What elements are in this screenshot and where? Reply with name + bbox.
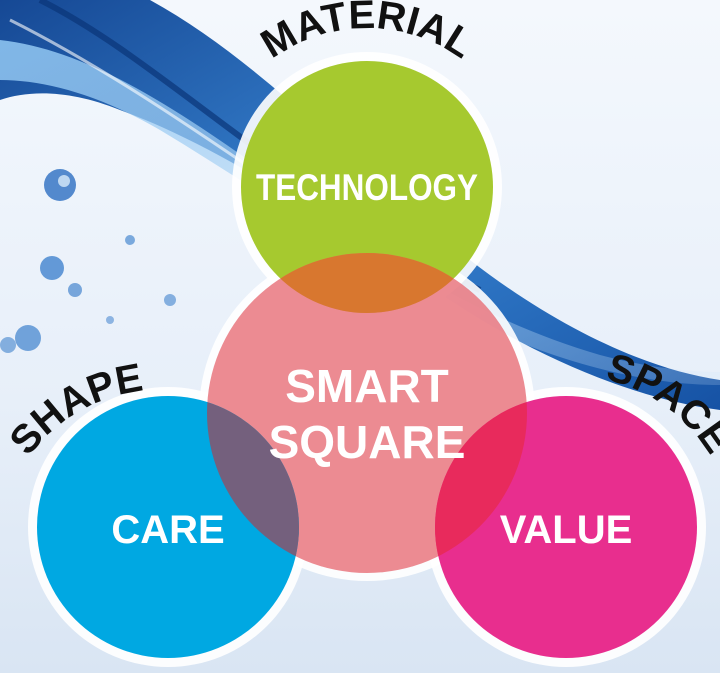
smart-label: SMART [285,360,449,412]
technology-label: TECHNOLOGY [256,167,478,208]
technology-circle [241,61,493,313]
left-center-overlap [207,396,299,573]
right-center-overlap [435,396,527,573]
value-label: VALUE [500,508,633,552]
square-label: SQUARE [269,416,466,468]
care-label: CARE [111,508,224,552]
